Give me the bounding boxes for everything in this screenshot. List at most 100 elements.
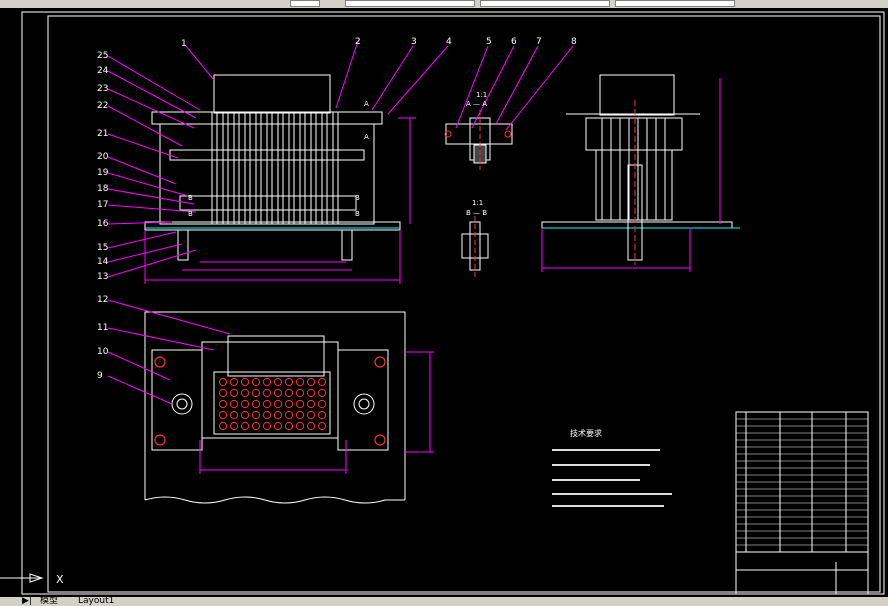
top-block	[213, 74, 331, 114]
cavity-hole	[218, 388, 228, 398]
callout-17: 17	[97, 200, 108, 210]
cavity-hole	[273, 399, 283, 409]
cavity-hole	[240, 377, 250, 387]
sheet-inner-border	[47, 15, 881, 593]
cavity-hole	[229, 410, 239, 420]
callout-3: 3	[411, 37, 417, 47]
tech-req-lines	[552, 449, 672, 507]
tab-nav-arrows[interactable]: ▶|	[22, 596, 32, 606]
ejector-pin	[233, 111, 240, 225]
callout-15: 15	[97, 243, 108, 253]
ejector-pin	[266, 111, 273, 225]
section-labels: A A B B B B 1:1 A — A 1:1 B — B	[188, 91, 487, 218]
linetype-dropdown[interactable]	[480, 0, 610, 7]
cavity-hole	[284, 421, 294, 431]
section-b-3: B	[188, 194, 193, 202]
callout-14: 14	[97, 257, 109, 267]
callout-19: 19	[97, 168, 109, 178]
cavity-hole	[306, 399, 316, 409]
callout-6: 6	[511, 37, 517, 47]
callout-18: 18	[97, 184, 109, 194]
toolbar-strip	[0, 0, 888, 8]
section-bb-detail	[461, 216, 489, 278]
callout-10: 10	[97, 347, 109, 357]
section-a-mid: A	[364, 133, 369, 141]
ejector-pin	[332, 111, 339, 225]
callout-5: 5	[486, 37, 492, 47]
cavity-hole	[273, 421, 283, 431]
callout-13: 13	[97, 272, 108, 282]
tech-req-title: 技术要求	[570, 428, 602, 438]
cavity-hole	[229, 377, 239, 387]
detail-scale-2: 1:1	[472, 199, 483, 207]
callout-22: 22	[97, 101, 108, 111]
front-view	[144, 74, 401, 261]
cavity-hole	[251, 377, 261, 387]
cavity-hole	[284, 410, 294, 420]
ejector-pin	[288, 111, 295, 225]
cavity-hole	[229, 388, 239, 398]
tab-layout1[interactable]: Layout1	[78, 596, 115, 606]
cavity-hole	[317, 399, 327, 409]
callout-24: 24	[97, 66, 109, 76]
layer-dropdown[interactable]	[345, 0, 475, 7]
dimension-lines	[144, 78, 721, 474]
ejector-pin	[310, 111, 317, 225]
cavity-hole	[251, 399, 261, 409]
plan-view	[144, 311, 406, 504]
cavity-hole	[273, 388, 283, 398]
section-bb-title: B — B	[466, 209, 487, 217]
technical-requirements: 技术要求	[552, 428, 672, 507]
section-b-4: B	[188, 210, 193, 218]
cavity-hole	[229, 399, 239, 409]
cavity-hole	[240, 410, 250, 420]
cavity-hole	[295, 388, 305, 398]
cavity-hole	[218, 421, 228, 431]
bom-rows	[736, 418, 868, 546]
section-b-2: B	[355, 210, 360, 218]
cavity-hole	[262, 377, 272, 387]
ejector-pin	[211, 111, 218, 225]
cavity-hole	[273, 410, 283, 420]
cavity-hole	[284, 399, 294, 409]
cavity-hole	[317, 377, 327, 387]
side-view	[541, 74, 740, 265]
callout-12: 12	[97, 295, 108, 305]
side-guide-pins	[601, 118, 666, 220]
ucs-x-label: X	[56, 573, 64, 586]
cavity-hole	[240, 388, 250, 398]
cavity-hole	[262, 388, 272, 398]
cavity-hole	[251, 421, 261, 431]
section-a-top: A	[364, 100, 369, 108]
callout-23: 23	[97, 84, 108, 94]
ejector-pin	[222, 111, 229, 225]
cavity-hole	[284, 377, 294, 387]
callout-9: 9	[97, 371, 103, 381]
cavity-hole	[262, 410, 272, 420]
cavity-hole	[229, 421, 239, 431]
cavity-hole	[295, 399, 305, 409]
cavity-hole	[284, 388, 294, 398]
section-b-1: B	[355, 194, 360, 202]
callout-11: 11	[97, 323, 108, 333]
detail-scale-1: 1:1	[476, 91, 487, 99]
cavity-hole	[306, 388, 316, 398]
callout-20: 20	[97, 152, 109, 162]
lineweight-dropdown[interactable]	[615, 0, 735, 7]
cavity-hole	[218, 410, 228, 420]
ejector-pin	[321, 111, 328, 225]
tab-model[interactable]: 模型	[40, 596, 59, 606]
cavity-hole	[317, 388, 327, 398]
ejector-pin	[244, 111, 251, 225]
sheet-outer-border	[21, 11, 885, 595]
toolbar-control[interactable]	[290, 0, 320, 7]
cavity-hole	[306, 377, 316, 387]
ejector-pins	[211, 111, 339, 225]
cavity-hole	[262, 399, 272, 409]
callout-21: 21	[97, 129, 108, 139]
callout-8: 8	[571, 37, 577, 47]
cavity-hole	[262, 421, 272, 431]
cavity-hole	[251, 410, 261, 420]
callout-25: 25	[97, 51, 108, 61]
